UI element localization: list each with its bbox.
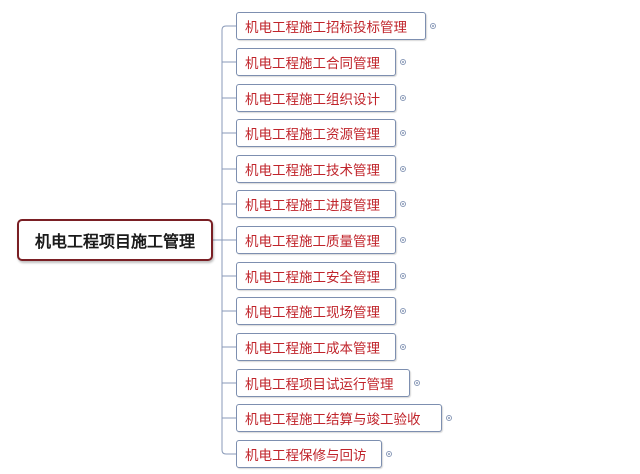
expand-toggle-icon[interactable] (430, 23, 436, 29)
subtopic-node[interactable]: 机电工程施工安全管理 (236, 262, 396, 290)
expand-toggle-icon[interactable] (400, 130, 406, 136)
subtopic-node[interactable]: 机电工程施工现场管理 (236, 297, 396, 325)
root-topic[interactable]: 机电工程项目施工管理 (17, 219, 213, 261)
expand-toggle-icon[interactable] (400, 166, 406, 172)
subtopic-node[interactable]: 机电工程项目试运行管理 (236, 369, 410, 397)
expand-toggle-icon[interactable] (400, 237, 406, 243)
expand-toggle-icon[interactable] (400, 308, 406, 314)
expand-toggle-icon[interactable] (414, 380, 420, 386)
expand-toggle-icon[interactable] (400, 344, 406, 350)
subtopic-node[interactable]: 机电工程施工进度管理 (236, 190, 396, 218)
expand-toggle-icon[interactable] (400, 273, 406, 279)
subtopic-node[interactable]: 机电工程施工技术管理 (236, 155, 396, 183)
subtopic-node[interactable]: 机电工程施工资源管理 (236, 119, 396, 147)
expand-toggle-icon[interactable] (400, 95, 406, 101)
subtopic-node[interactable]: 机电工程施工合同管理 (236, 48, 396, 76)
expand-toggle-icon[interactable] (386, 451, 392, 457)
subtopic-node[interactable]: 机电工程施工招标投标管理 (236, 12, 426, 40)
subtopic-node[interactable]: 机电工程施工组织设计 (236, 84, 396, 112)
subtopic-node[interactable]: 机电工程保修与回访 (236, 440, 382, 468)
subtopic-node[interactable]: 机电工程施工成本管理 (236, 333, 396, 361)
expand-toggle-icon[interactable] (446, 415, 452, 421)
branch-connector (221, 25, 236, 31)
expand-toggle-icon[interactable] (400, 59, 406, 65)
subtopic-node[interactable]: 机电工程施工质量管理 (236, 226, 396, 254)
subtopic-node[interactable]: 机电工程施工结算与竣工验收 (236, 404, 442, 432)
branch-connector (221, 449, 236, 455)
expand-toggle-icon[interactable] (400, 201, 406, 207)
